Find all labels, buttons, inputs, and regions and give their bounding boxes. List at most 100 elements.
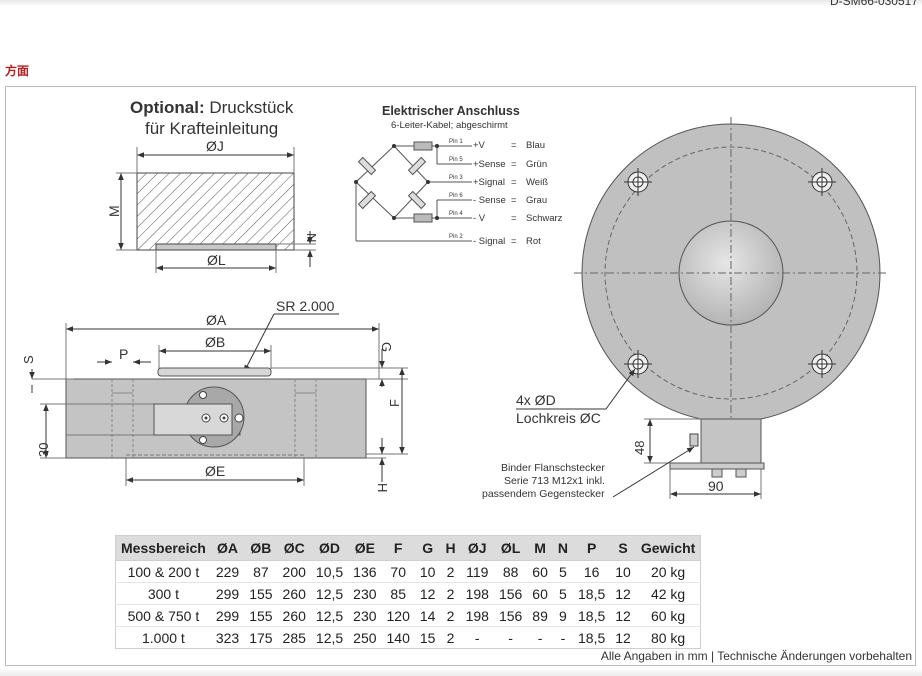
svg-text:Pin 5: Pin 5 [449,157,463,163]
table-cell: 12 [610,582,636,605]
svg-text:Pin 3: Pin 3 [449,175,463,181]
table-cell: 140 [386,629,410,646]
table-cell: 10 [414,560,441,583]
table-cell: 12 [414,582,441,605]
dim-E-label: ØE [205,463,225,479]
table-cell: 323 [215,629,240,646]
col-C: ØC [277,535,311,561]
dim-48-label: 48 [632,441,647,455]
table-cell: 18,5 [573,604,611,627]
svg-text:=: = [511,140,517,151]
table-cell: 80 kg [650,629,686,646]
dim-S-label: S [21,355,36,364]
svg-text:=: = [511,195,517,206]
wiring-row-4: Pin 6 - Sense = Grau [449,193,547,206]
table-cell: 198 [460,582,494,605]
dim-A-label: ØA [206,312,227,328]
table-cell: 2 [440,604,461,627]
table-cell: 12,5 [315,629,344,646]
col-P: P [573,535,611,561]
svg-text:- Sense: - Sense [473,195,506,206]
col-J: ØJ [460,535,494,561]
wiring-row-2: Pin 5+Sense=Grün [449,157,547,170]
dim-H-label: H [375,483,390,492]
col-L: ØL [493,535,528,561]
svg-text:Rot: Rot [526,236,541,247]
svg-text:- V: - V [473,213,486,224]
svg-text:=: = [511,236,517,247]
section-title: 方面 [5,64,30,78]
pressure-piece-base [155,243,277,251]
wiring-row-6: Pin 2- Signal=Rot [449,234,541,247]
table-cell: 156 [493,604,528,627]
connector-text-1: Binder Flanschstecker [501,462,605,474]
table-cell: - [537,629,543,646]
dim-F-label: F [387,399,402,407]
table-cell: 10 [610,560,636,583]
table-cell: 260 [277,604,311,627]
table-cell: 100 & 200 t [115,560,211,583]
table-cell: 85 [381,582,415,605]
table-cell: 9 [552,604,573,627]
svg-text:Weiß: Weiß [526,177,548,188]
table-cell: 60 [527,560,553,583]
svg-text:+V: +V [473,140,486,151]
col-H: H [440,535,461,561]
table-cell: 120 [381,604,415,627]
table-cell: 119 [460,560,494,583]
table-cell: 230 [348,582,382,605]
table-cell: 15 [419,629,436,646]
footnote: Alle Angaben in mm | Technische Änderung… [600,649,912,663]
svg-text:Schwarz: Schwarz [526,213,563,224]
dim-G-label: G [379,342,394,352]
table-cell: 60 [527,582,553,605]
bolt-circle-label: Lochkreis ØC [516,410,601,426]
table-cell: 175 [249,629,273,646]
top-shade [0,0,922,6]
table-cell: 87 [244,560,278,583]
technical-drawing: Optional: Druckstück für Krafteinleitung… [21,98,888,500]
table-cell: 200 [277,560,311,583]
col-D: ØD [310,535,349,561]
svg-text:=: = [511,177,517,188]
wiring-row-3: Pin 3+Signal=Weiß [449,175,548,188]
table-cell: 500 & 750 t [115,604,211,627]
col-gewicht: Gewicht [635,535,701,561]
table-cell: 10,5 [310,560,349,583]
table-cell: 20 kg [635,560,701,583]
table-cell: 89 [527,604,553,627]
table-cell: 156 [493,582,528,605]
col-B: ØB [244,535,278,561]
table-cell: 5 [552,560,573,583]
mount-hole-tl [624,168,652,196]
table-cell: 2 [446,629,455,646]
dim-M-label: M [106,205,122,217]
svg-text:Grau: Grau [526,195,547,206]
table-cell: 299 [210,604,245,627]
table-cell: 14 [414,604,441,627]
table-cell: 155 [244,604,278,627]
table-cell: 136 [348,560,382,583]
table-cell: 2 [440,582,461,605]
connector-text-3: passendem Gegenstecker [482,488,605,500]
svg-text:Pin 6: Pin 6 [449,193,463,199]
spec-table-header: Messbereich ØA ØB ØC ØD ØE F G H ØJ ØL M… [115,535,701,561]
svg-text:=: = [511,159,517,170]
svg-text:Pin 1: Pin 1 [449,139,463,145]
table-cell: 229 [210,560,245,583]
pressure-piece-body [136,172,295,251]
table-cell: 12,5 [310,582,349,605]
table-cell: 260 [277,582,311,605]
table-cell: - [560,629,566,646]
col-messbereich: Messbereich [115,535,211,561]
table-cell: 42 kg [635,582,701,605]
wiring-subtitle: 6-Leiter-Kabel; abgeschirmt [391,120,508,131]
col-F: F [381,535,415,561]
table-cell: 285 [282,629,306,646]
col-M: M [527,535,553,561]
mount-hole-tr [808,168,836,196]
